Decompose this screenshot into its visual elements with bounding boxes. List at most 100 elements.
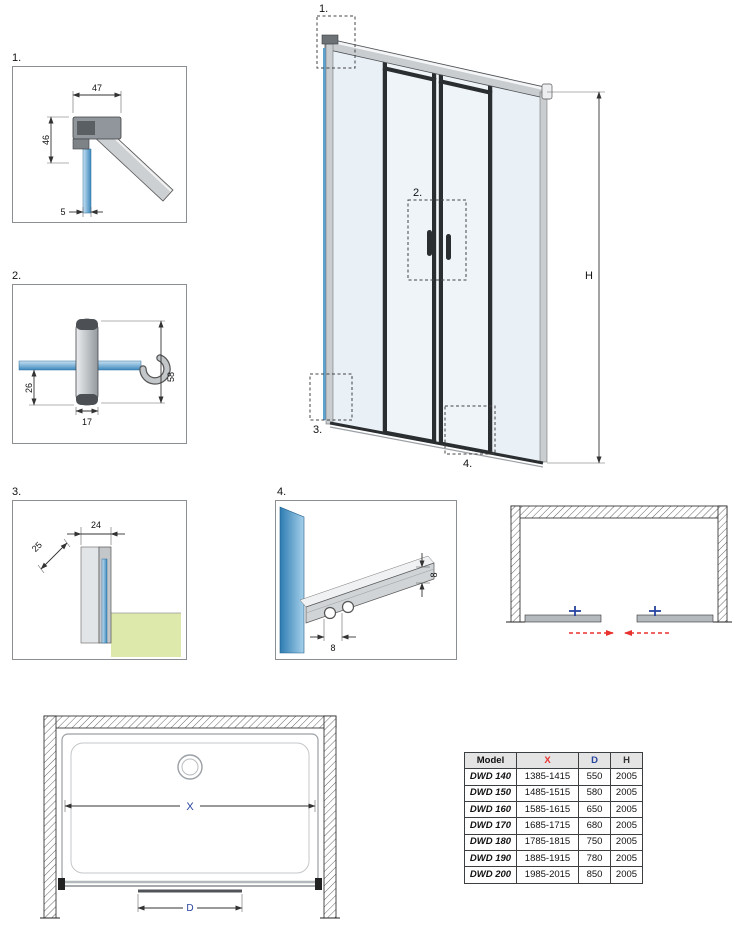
cell-h: 2005 (610, 801, 643, 819)
header-d: D (578, 751, 611, 770)
cell-model: DWD 170 (464, 817, 517, 835)
dim-26-label: 26 (24, 383, 34, 393)
detail2-drawing: 26 17 58 (18, 318, 176, 427)
cell-h: 2005 (610, 817, 643, 835)
cell-model: DWD 150 (464, 784, 517, 803)
detail3-box: 24 25 (12, 500, 187, 660)
top-bracket-left (321, 34, 339, 45)
roller (323, 606, 337, 620)
bottom-rail (329, 421, 544, 465)
cell-model: DWD 160 (464, 801, 517, 819)
wall-outline (506, 505, 732, 623)
cell-x: 1485-1515 (516, 784, 579, 803)
glass-panel (279, 506, 305, 654)
cell-d: 580 (578, 784, 611, 803)
callout2-label: 2. (413, 187, 422, 199)
cell-h: 2005 (610, 866, 643, 884)
table-row: DWD 140 1385-1415 550 2005 (464, 768, 643, 786)
door-handle-right (446, 234, 451, 260)
detail1-callout: 1. (12, 52, 22, 64)
callout4-label: 4. (463, 458, 472, 470)
door-bar-right (636, 614, 714, 623)
cell-d: 780 (578, 850, 611, 868)
cell-h: 2005 (610, 833, 643, 852)
cell-model: DWD 180 (464, 833, 517, 852)
glass-edge (101, 558, 108, 644)
cell-d: 850 (578, 866, 611, 884)
bracket-detail (72, 116, 174, 214)
table-row: DWD 200 1985-2015 850 2005 (464, 866, 643, 884)
cell-d: 680 (578, 817, 611, 835)
size-table: Model X D H DWD 140 1385-1415 550 2005 D… (464, 751, 643, 884)
cell-d: 650 (578, 801, 611, 819)
detail3-callout: 3. (12, 486, 22, 498)
d-dimension: D (137, 894, 243, 914)
wall-profile-detail (80, 546, 181, 657)
cell-model: DWD 200 (464, 866, 517, 884)
door-line (58, 878, 322, 893)
dim-25-label: 25 (30, 540, 44, 554)
x-dimension: X (64, 798, 316, 813)
table-row: DWD 180 1785-1815 750 2005 (464, 833, 643, 852)
detail2-dimensions: 26 17 58 (24, 320, 176, 427)
cell-x: 1985-2015 (516, 866, 579, 884)
fixed-panel-right (491, 79, 544, 463)
cell-model: DWD 190 (464, 850, 517, 868)
dim-47-label: 47 (92, 83, 102, 93)
glass-edge (82, 148, 92, 214)
dim-24-label: 24 (91, 520, 101, 530)
dim-46-label: 46 (41, 135, 51, 145)
dim-8h-label: 8 (330, 643, 335, 653)
table-row: DWD 160 1585-1615 650 2005 (464, 801, 643, 819)
detail3-drawing: 24 25 (30, 520, 181, 657)
detail1-box: 47 46 5 (12, 66, 187, 223)
detail1-dimensions: 47 46 5 (41, 83, 122, 217)
detail4-dimensions: 8 8 (310, 553, 439, 653)
detail2-callout: 2. (12, 270, 22, 282)
cell-x: 1785-1815 (516, 833, 579, 852)
callout4-area (444, 405, 496, 455)
header-h: H (610, 751, 643, 770)
detail4-drawing: 8 8 (279, 506, 439, 654)
main-door-drawing: 1. 2. 3. 4. H (309, 3, 605, 470)
table-row: DWD 170 1685-1715 680 2005 (464, 817, 643, 835)
dim-H-label: H (585, 270, 593, 282)
door-bar-left (524, 614, 602, 623)
door-structure (321, 34, 553, 468)
cell-h: 2005 (610, 784, 643, 803)
detail4-box: 8 8 (275, 500, 457, 660)
cell-model: DWD 140 (464, 768, 517, 786)
detail1-drawing: 47 46 5 (41, 83, 174, 217)
cell-d: 550 (578, 768, 611, 786)
floor-surface (111, 613, 181, 657)
walls (40, 715, 340, 919)
callout3-label: 3. (313, 424, 322, 436)
table-row: DWD 190 1885-1915 780 2005 (464, 850, 643, 868)
cell-x: 1385-1415 (516, 768, 579, 786)
guide-rail (305, 562, 435, 624)
top-bracket-right (541, 83, 553, 100)
door-plan-bars (524, 606, 714, 623)
detail4-callout: 4. (277, 486, 287, 498)
cell-h: 2005 (610, 850, 643, 868)
header-model: Model (464, 751, 517, 770)
handle-knob (75, 318, 99, 406)
dim-58-label: 58 (166, 372, 176, 382)
detail2-box: 26 17 58 (12, 284, 187, 444)
cell-d: 750 (578, 833, 611, 852)
roller (341, 600, 355, 614)
front-schematic (506, 505, 732, 636)
dim-D-label: D (186, 903, 193, 914)
table-header-row: Model X D H (464, 751, 643, 770)
cell-x: 1885-1915 (516, 850, 579, 868)
callout2-area (407, 199, 467, 281)
door-handle-left (427, 230, 432, 256)
callout1-area (316, 15, 356, 69)
cell-h: 2005 (610, 768, 643, 786)
callout1-label: 1. (319, 3, 328, 15)
bottom-guide-detail (279, 506, 435, 654)
header-x: X (516, 751, 579, 770)
dim-5-label: 5 (60, 207, 65, 217)
wall-profile-right (539, 91, 548, 463)
